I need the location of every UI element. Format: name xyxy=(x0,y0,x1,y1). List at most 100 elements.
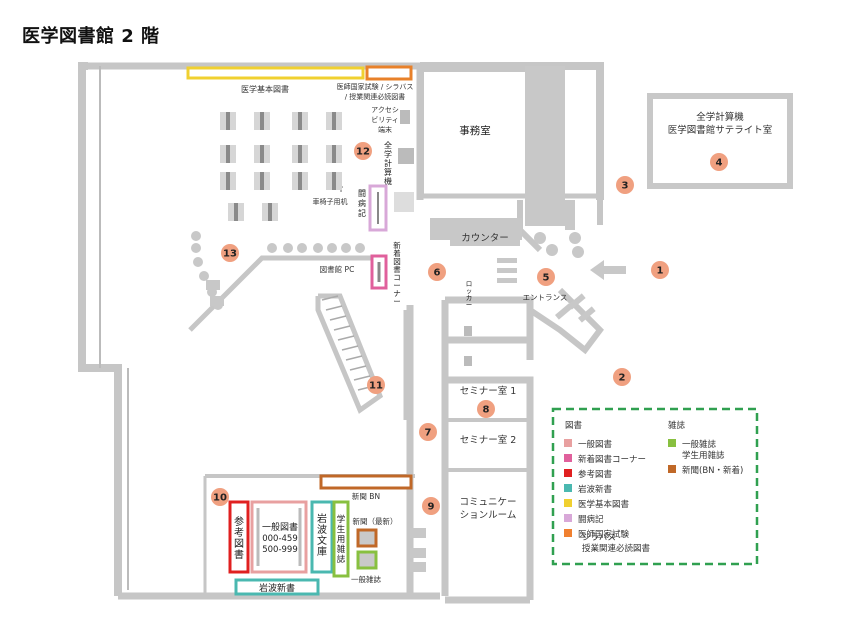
chair xyxy=(327,243,337,253)
chair xyxy=(341,243,351,253)
basic-books-shelf xyxy=(186,66,365,80)
new-books-label-char: コ xyxy=(393,273,401,282)
security-gate xyxy=(578,306,596,323)
office-label: 事務室 xyxy=(459,124,491,137)
legend-item-label: 医学基本図書 xyxy=(578,499,630,510)
table-divider xyxy=(226,145,230,163)
general-books-label: 一般図書 xyxy=(262,521,298,533)
stair-step xyxy=(341,345,359,351)
locker-unit xyxy=(497,258,517,263)
newspaper-bn-label: 新聞 BN xyxy=(352,491,380,501)
chair xyxy=(191,243,201,253)
marker-6 xyxy=(428,263,446,281)
marker-number-8: 8 xyxy=(483,405,490,416)
campus-pc-label-char: 算 xyxy=(384,167,392,177)
table-divider xyxy=(226,172,230,190)
stair-step xyxy=(345,355,363,361)
side-table xyxy=(210,296,224,306)
iwanami-shinsho-shelf xyxy=(234,578,320,596)
lounge-chair xyxy=(572,246,584,258)
stair-step xyxy=(321,295,339,301)
legend-swatch xyxy=(564,529,572,537)
student-magazines-label-char: 誌 xyxy=(337,554,346,565)
locker-label-char: カ xyxy=(466,294,473,302)
campus-pc-label: 全学計算機 xyxy=(384,140,392,186)
community-table xyxy=(410,528,426,538)
security-gate xyxy=(555,303,573,320)
marker-2 xyxy=(613,368,631,386)
marker-1 xyxy=(651,261,669,279)
legend-magazines-heading: 雑誌 xyxy=(668,420,686,431)
table-divider xyxy=(298,112,302,130)
exam-shelf xyxy=(365,65,413,81)
table-divider xyxy=(332,145,336,163)
exam-label-1: 医師国家試験 / シラバス xyxy=(337,82,414,91)
exam-label-2: / 授業関連必読図書 xyxy=(345,92,406,101)
lounge-chair xyxy=(546,244,558,256)
iwanami-bunko-label-char: 庫 xyxy=(317,545,327,558)
marker-number-5: 5 xyxy=(543,273,550,284)
side-table xyxy=(206,280,220,290)
accessibility-label-1: アクセシ xyxy=(371,106,399,114)
legend-mag-label: 一般雑誌 xyxy=(682,439,717,450)
chair xyxy=(313,243,323,253)
student-magazines-shelf xyxy=(332,500,350,578)
table-divider xyxy=(260,145,264,163)
illness-record-label-char: 闘 xyxy=(358,189,366,198)
reference-shelf xyxy=(228,500,250,574)
marker-number-4: 4 xyxy=(716,158,723,169)
legend-exam-extra-1: シラバス xyxy=(582,533,616,543)
marker-3 xyxy=(616,176,634,194)
community-label-1: コミュニケー xyxy=(459,497,516,508)
furniture xyxy=(191,112,596,572)
marker-number-1: 1 xyxy=(657,266,664,277)
accessibility-label-3: 端末 xyxy=(378,125,392,134)
illness-record-label-char: 病 xyxy=(358,198,366,208)
lounge-chair xyxy=(569,232,581,244)
marker-12 xyxy=(354,142,372,160)
legend-items: 一般図書新着図書コーナー参考図書岩波新書医学基本図書闘病記医師国家試験一般雑誌学… xyxy=(564,439,743,540)
general-magazines-shelf xyxy=(356,550,378,570)
legend-mag-label: 学生用雑誌 xyxy=(682,450,725,461)
accessibility-terminal xyxy=(400,110,410,124)
newspaper-latest-shelf xyxy=(356,528,378,548)
locker-label-char: ッ xyxy=(466,287,473,295)
table-divider xyxy=(332,172,336,190)
new-books-label-char: 着 xyxy=(393,248,401,258)
community-label-2: ションルーム xyxy=(460,510,517,521)
marker-11 xyxy=(367,376,385,394)
marker-10 xyxy=(211,488,229,506)
chair xyxy=(297,243,307,253)
stair-step xyxy=(349,365,367,371)
general-magazines-label: 一般雑誌 xyxy=(351,574,381,584)
legend-item-label: 岩波新書 xyxy=(578,484,613,495)
general-books-shelf xyxy=(250,500,308,574)
general-range-2: 500-999 xyxy=(262,545,298,555)
legend-swatch xyxy=(668,465,676,473)
reference-label-char: 参 xyxy=(234,515,244,528)
marker-number-6: 6 xyxy=(434,268,441,279)
chair xyxy=(355,243,365,253)
legend-mag-label: 新聞(BN・新着) xyxy=(682,465,743,476)
counter-desk xyxy=(450,228,520,246)
legend-swatch xyxy=(564,514,572,522)
newspaper-latest-label: 新聞（最新） xyxy=(353,516,398,526)
marker-number-10: 10 xyxy=(213,493,227,504)
new-books-label-char: ー xyxy=(393,297,401,306)
legend-swatch xyxy=(564,439,572,447)
chair xyxy=(283,243,293,253)
campus-pc-label-char: 全 xyxy=(384,140,392,150)
legend-swatch xyxy=(564,499,572,507)
table-divider xyxy=(234,203,238,221)
stair-step xyxy=(325,305,343,311)
legend-swatch xyxy=(564,454,572,462)
table-divider xyxy=(260,112,264,130)
legend-item-label: 一般図書 xyxy=(578,439,613,450)
computer-room-label-2: 医学図書館サテライト室 xyxy=(668,124,773,136)
legend-swatch xyxy=(564,484,572,492)
general-range-1: 000-459 xyxy=(262,534,298,544)
chair xyxy=(191,231,201,241)
marker-number-2: 2 xyxy=(619,373,626,384)
